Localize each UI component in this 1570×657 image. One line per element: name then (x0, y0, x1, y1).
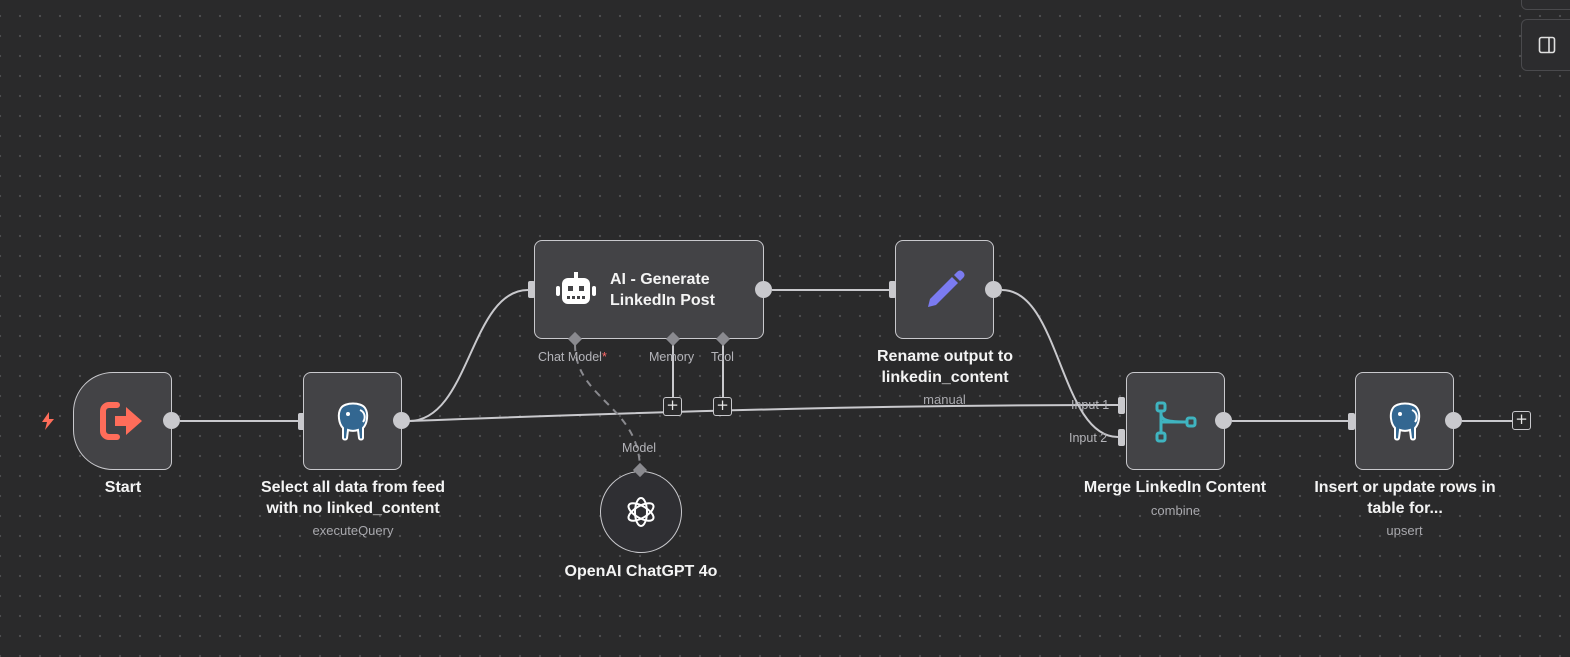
robot-icon (556, 272, 596, 304)
rename-input-handle[interactable] (889, 281, 896, 298)
merge-input2-label: Input 2 (1069, 431, 1108, 445)
merge-node[interactable] (1126, 372, 1225, 470)
openai-logo-icon (627, 497, 655, 527)
start-title: Start (104, 479, 142, 496)
upsert-title: Insert or update rows in table for... (1314, 479, 1496, 517)
panel-toggle-button[interactable] (1521, 19, 1570, 71)
rename-output-handle[interactable] (985, 281, 1002, 298)
rename-subtitle: manual (923, 392, 966, 407)
select-node[interactable] (303, 372, 402, 470)
edge-openai-to-chat-model (574, 343, 641, 471)
add-tool-button[interactable]: + (713, 397, 732, 416)
upsert-node[interactable] (1355, 372, 1454, 470)
merge-input1-handle[interactable] (1118, 397, 1125, 414)
merge-input2-handle[interactable] (1118, 429, 1125, 446)
rename-node[interactable] (895, 240, 994, 339)
add-node-button[interactable]: + (1512, 411, 1531, 430)
canvas-control-button[interactable] (1521, 0, 1570, 10)
upsert-input-handle[interactable] (1348, 413, 1355, 430)
rename-title: Rename output to linkedin_content (877, 348, 1013, 386)
pencil-icon (928, 270, 965, 307)
start-node[interactable] (73, 372, 172, 470)
edge-select-to-ai (408, 289, 529, 422)
merge-branch-icon (1155, 401, 1197, 443)
sign-out-icon (100, 402, 142, 440)
lightning-bolt-icon (42, 412, 54, 430)
select-input-handle[interactable] (298, 413, 305, 430)
select-title: Select all data from feed with no linked… (260, 479, 446, 517)
openai-model-label: Model (622, 441, 657, 455)
sidebar-panel-icon (1538, 36, 1556, 54)
postgres-elephant-icon (1389, 402, 1421, 441)
openai-chat-node[interactable] (600, 471, 682, 553)
ai-title: AI - Generate LinkedIn Post (610, 271, 715, 309)
upsert-output-handle[interactable] (1445, 412, 1462, 429)
select-output-handle[interactable] (393, 412, 410, 429)
openai-title: OpenAI ChatGPT 4o (564, 563, 718, 580)
ai-input-handle[interactable] (528, 281, 535, 298)
start-output-handle[interactable] (163, 412, 180, 429)
merge-input1-label: Input 1 (1071, 398, 1110, 412)
edge-rename-to-merge-input2 (1001, 289, 1119, 438)
merge-subtitle: combine (1150, 503, 1201, 518)
select-subtitle: executeQuery (312, 523, 394, 538)
edge-select-to-merge-input1 (408, 404, 1119, 422)
ai-agent-node[interactable]: AI - Generate LinkedIn Post (534, 240, 764, 339)
add-memory-button[interactable]: + (663, 397, 682, 416)
chat-model-label: Chat Model* (538, 350, 607, 364)
ai-output-handle[interactable] (755, 281, 772, 298)
tool-label: Tool (711, 350, 734, 364)
merge-output-handle[interactable] (1215, 412, 1232, 429)
upsert-subtitle: upsert (1386, 523, 1423, 538)
memory-label: Memory (649, 350, 695, 364)
merge-title: Merge LinkedIn Content (1083, 479, 1267, 496)
postgres-elephant-icon (337, 402, 369, 441)
